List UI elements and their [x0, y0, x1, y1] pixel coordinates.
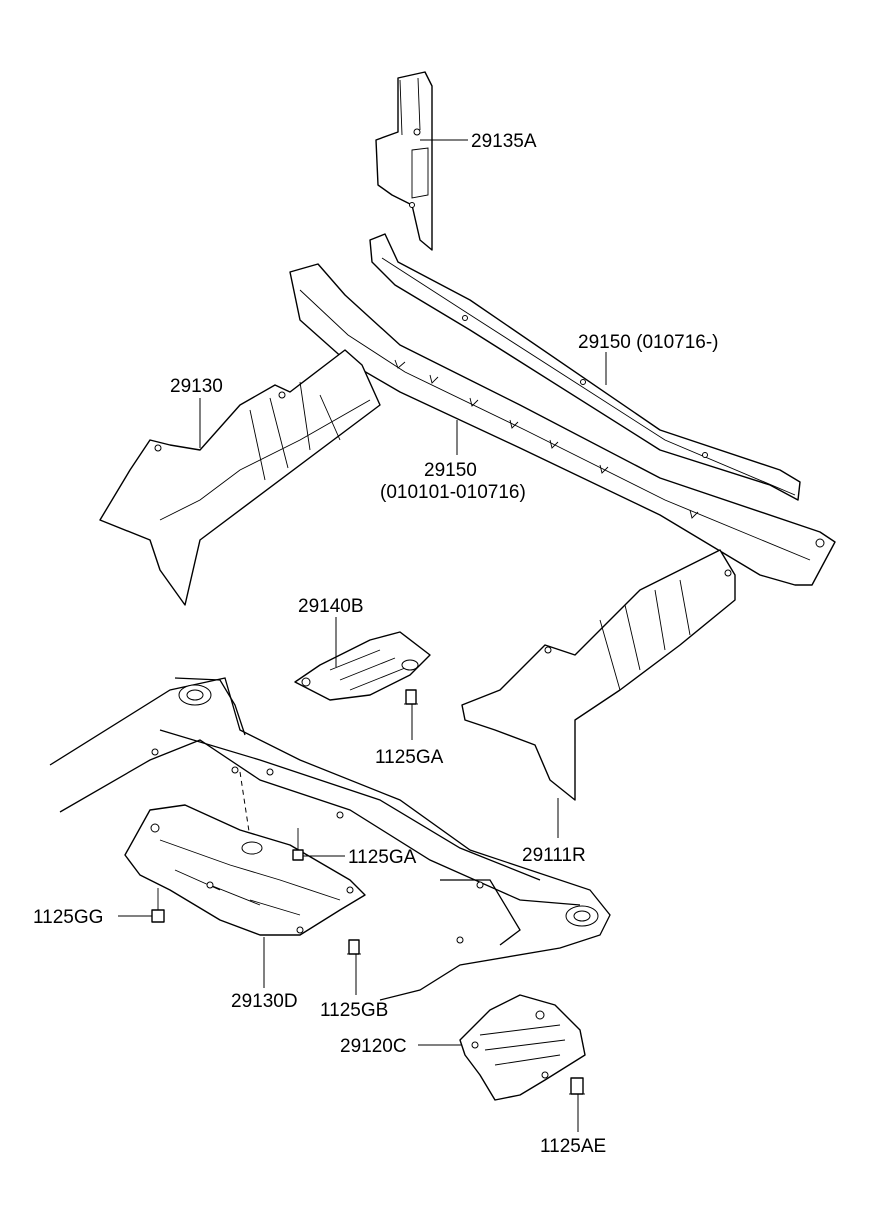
- alignment-line: [239, 771, 251, 839]
- side-cover-left: [99, 349, 381, 606]
- bolt-1125ae: [569, 1077, 585, 1095]
- label-29135a: 29135A: [471, 131, 537, 152]
- skid-plate-29120c: [459, 994, 586, 1101]
- label-1125ae: 1125AE: [540, 1136, 606, 1157]
- bolt-1125ga-top: [404, 689, 418, 705]
- label-1125gg: 1125GG: [33, 907, 103, 928]
- side-cover-right: [461, 549, 736, 801]
- crossmember-lower: [289, 263, 836, 586]
- label-29111r: 29111R: [522, 845, 586, 866]
- label-29150-lower-range: (010101-010716): [380, 482, 526, 503]
- label-1125gb: 1125GB: [320, 1000, 388, 1021]
- bolt-1125gg: [151, 888, 165, 923]
- label-29150-lower: 29150: [424, 460, 477, 481]
- crossmember-upper: [369, 233, 801, 501]
- bolt-1125ga-mid: [292, 828, 304, 861]
- skid-plate-29130d: [124, 804, 366, 936]
- label-1125ga-mid: 1125GA: [348, 847, 417, 868]
- bracket-29135a: [375, 71, 433, 251]
- skid-plate-29140b: [294, 631, 431, 701]
- label-29120c: 29120C: [340, 1036, 407, 1057]
- label-29150-upper: 29150 (010716-): [578, 332, 719, 353]
- label-29140b: 29140B: [298, 596, 364, 617]
- subframe: [49, 677, 611, 1001]
- label-29130: 29130: [170, 376, 223, 397]
- label-29130d: 29130D: [231, 991, 298, 1012]
- bolt-1125gb: [347, 939, 361, 955]
- label-1125ga-top: 1125GA: [375, 747, 444, 768]
